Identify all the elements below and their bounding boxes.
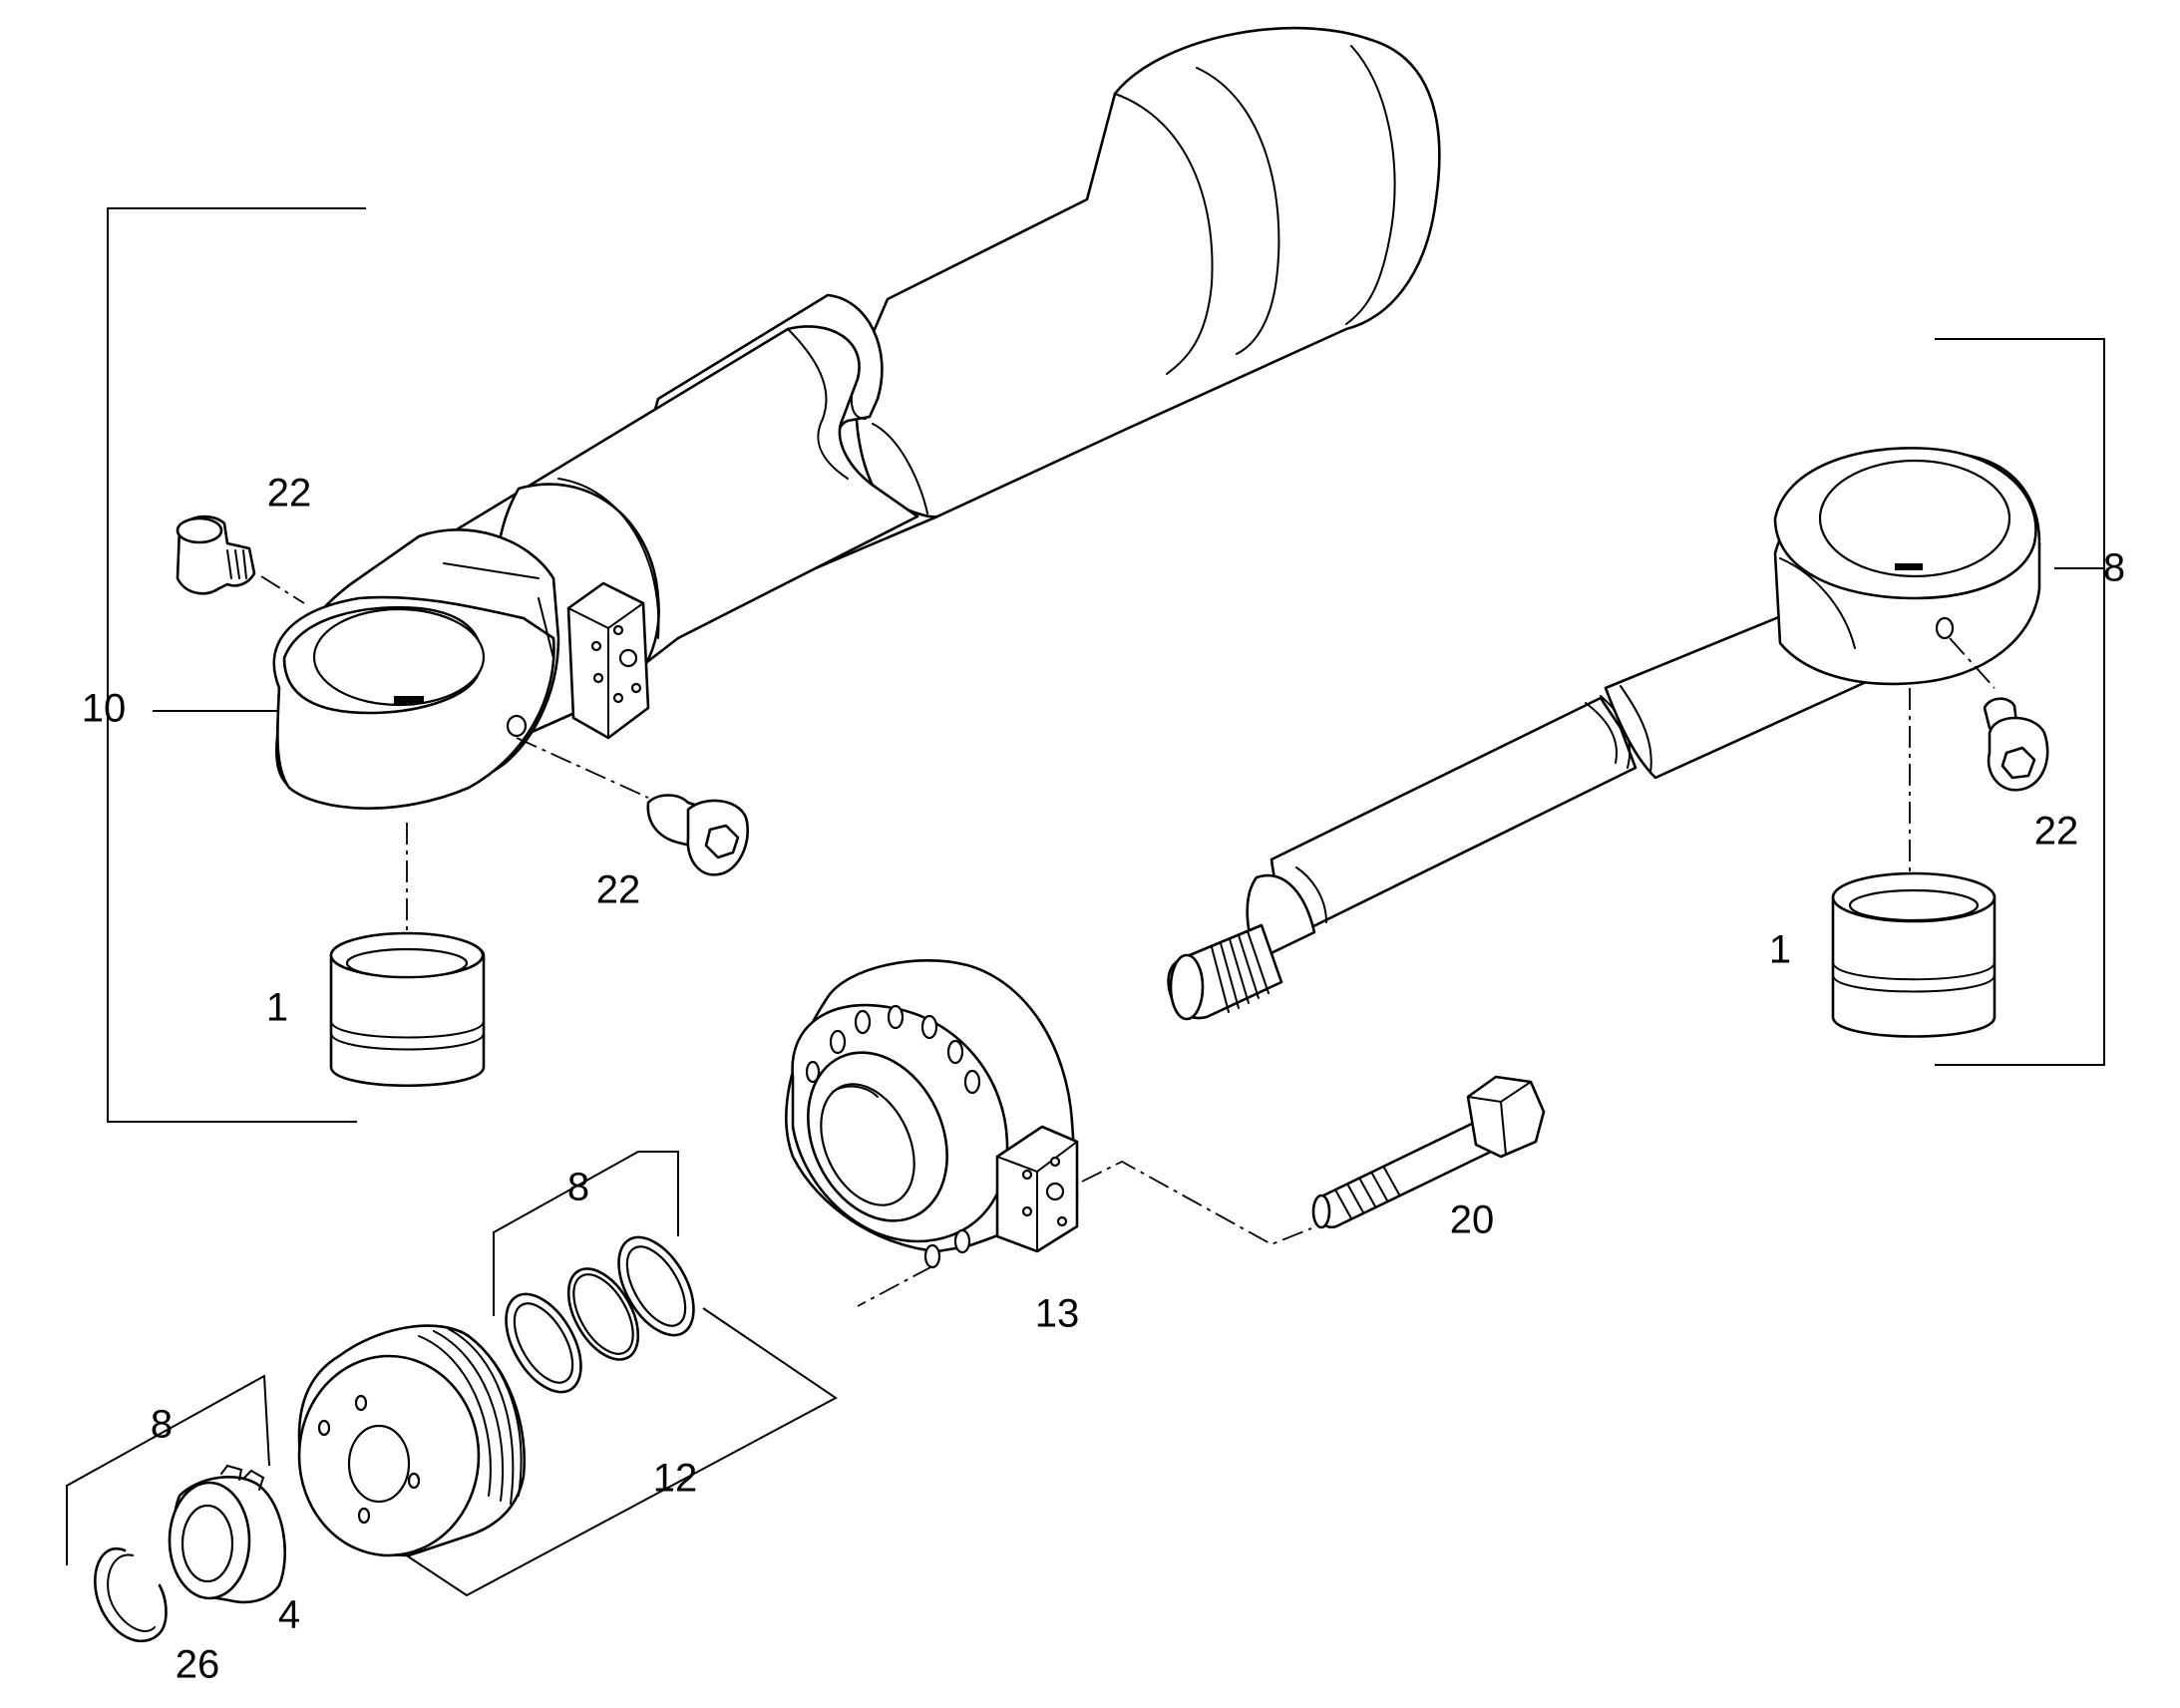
callout-20: 20	[1450, 1198, 1495, 1242]
callout-10: 10	[82, 687, 127, 731]
callout-8-head-seals: 8	[567, 1166, 589, 1209]
bushing-right	[1831, 871, 1997, 1038]
seal-kit-bracket-8-nut	[66, 1374, 270, 1565]
bolt	[1311, 1075, 1546, 1229]
callout-1-right: 1	[1769, 928, 1791, 972]
cylinder-eye	[272, 528, 560, 810]
callout-22-barrel-screw: 22	[596, 868, 641, 912]
snap-ring	[94, 1547, 168, 1643]
callout-12: 12	[653, 1457, 698, 1501]
screw-barrel	[646, 794, 749, 876]
callout-8-rod: 8	[2103, 546, 2125, 590]
nut	[168, 1464, 286, 1604]
callout-22-rod-screw: 22	[2034, 810, 2079, 854]
screw-rod	[1983, 697, 2049, 792]
rod-eye	[1773, 447, 2041, 942]
callout-22-plug: 22	[267, 472, 312, 515]
callout-13: 13	[1035, 1292, 1080, 1336]
seal-kit-bracket-12	[398, 1307, 838, 1597]
plug-top	[176, 514, 305, 604]
head-seal-rings	[505, 1235, 695, 1394]
port-block	[566, 581, 650, 740]
assembly-bracket-8-rod	[1935, 338, 2105, 1066]
callout-8-nut-seals: 8	[151, 1403, 173, 1447]
callout-26: 26	[176, 1643, 220, 1687]
callout-1-left: 1	[266, 986, 288, 1030]
callout-4: 4	[278, 1593, 300, 1637]
seal-kit-bracket-8-head	[493, 1151, 679, 1316]
assembly-bracket-10	[107, 207, 366, 1123]
cylinder-head	[785, 959, 1079, 1307]
bushing-left	[329, 931, 486, 1087]
piston	[297, 1324, 527, 1557]
